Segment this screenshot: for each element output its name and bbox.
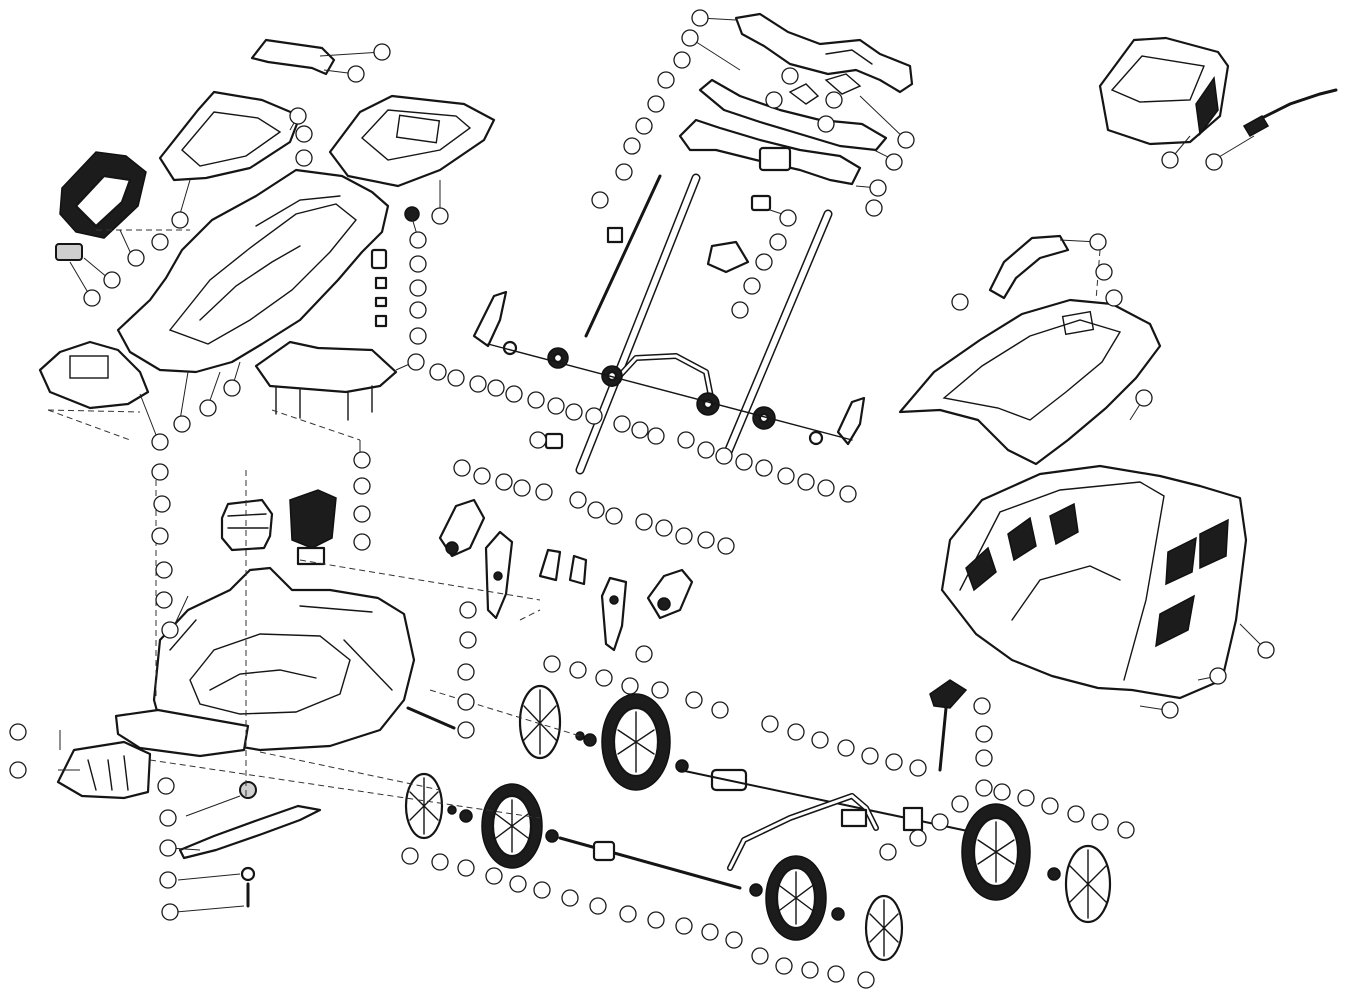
bracket	[706, 240, 750, 274]
motor	[220, 498, 274, 552]
grass-catcher-bag	[940, 464, 1248, 700]
upper-handle-grip	[734, 12, 914, 94]
grass-catcher-assembly	[898, 234, 1248, 700]
carry-handle	[250, 38, 336, 76]
left-cover	[158, 90, 302, 182]
front-panel	[38, 340, 150, 410]
deck	[152, 566, 416, 752]
charger-assembly	[1098, 36, 1338, 146]
charger-cable	[1260, 88, 1338, 120]
wheels-assembly	[404, 679, 1112, 962]
battery-tray	[254, 340, 398, 394]
assembly-lines	[47, 229, 1101, 819]
motor-mount	[289, 489, 337, 549]
handle-assembly	[438, 12, 914, 652]
top-cover	[328, 94, 496, 188]
grass-catcher-lid	[898, 298, 1162, 466]
battery-key	[55, 243, 83, 261]
height-adjust-lever-left	[472, 290, 508, 348]
deck-assembly	[56, 489, 456, 908]
deck-front	[114, 708, 250, 758]
motor-cover	[116, 168, 390, 374]
height-adjust-lever-right	[836, 396, 866, 446]
mulch-lever-knob	[929, 679, 968, 709]
callout-markers	[9, 9, 1275, 989]
blade	[178, 804, 322, 860]
control-panel	[698, 78, 888, 152]
motor-cover-assembly	[38, 38, 496, 421]
catcher-handle	[988, 234, 1070, 300]
